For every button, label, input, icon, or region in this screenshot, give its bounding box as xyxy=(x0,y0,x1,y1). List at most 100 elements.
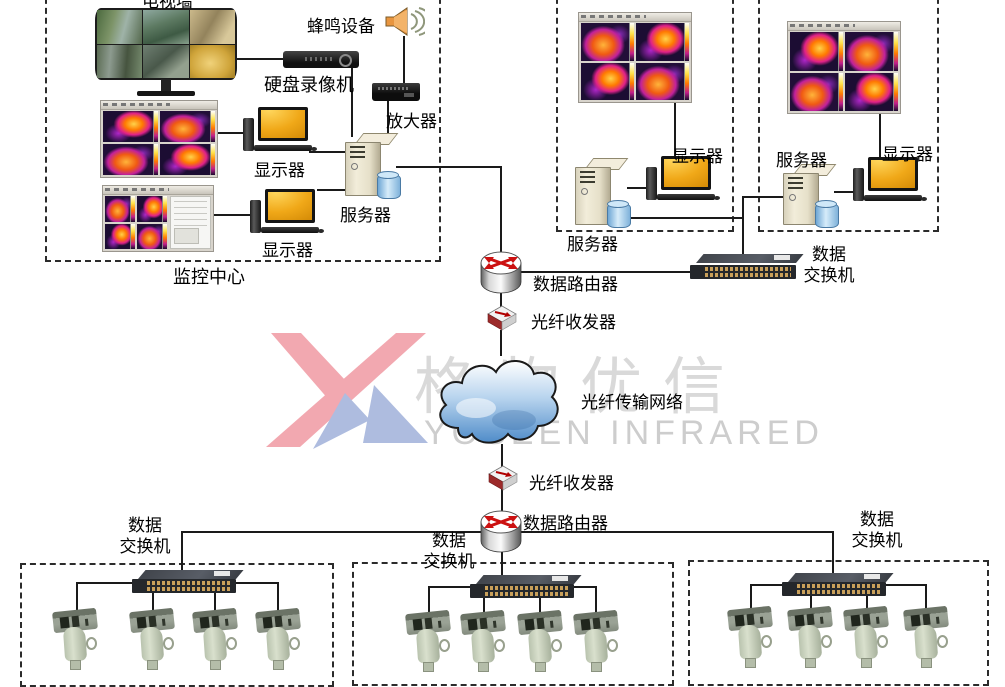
zone-control-room-2 xyxy=(556,0,734,232)
window-titlebar xyxy=(101,101,217,110)
connector-line xyxy=(387,101,389,137)
monitoring-center-label: 监控中心 xyxy=(173,267,245,287)
connector-line xyxy=(521,271,693,273)
connector-line xyxy=(403,36,405,83)
connector-line xyxy=(674,102,676,157)
thermal-quad-window-3 xyxy=(578,12,692,103)
connector-line xyxy=(500,166,502,253)
ptz-camera xyxy=(726,605,776,670)
yoseen-x-logo-icon xyxy=(266,333,428,449)
monitor-label-4: 显示器 xyxy=(882,145,933,164)
network-topology-diagram: { "watermark": { "cn": "格物优信", "en": "YO… xyxy=(0,0,1005,670)
buzzer-speaker-icon xyxy=(383,5,433,38)
ptz-camera xyxy=(786,605,836,670)
monitor-workstation-3 xyxy=(646,156,720,208)
connector-line xyxy=(742,196,788,198)
fiber-transceiver-bottom-label: 光纤收发器 xyxy=(529,474,614,493)
connector-line xyxy=(76,582,132,584)
connector-line xyxy=(750,584,782,586)
server-tower-3 xyxy=(781,164,839,228)
monitor-label-1: 显示器 xyxy=(254,161,305,180)
connector-line xyxy=(834,191,858,193)
software-control-panel xyxy=(169,196,211,249)
connector-line xyxy=(500,293,502,308)
tv-wall-screens xyxy=(97,10,235,78)
connector-line xyxy=(317,189,347,191)
ptz-camera xyxy=(459,609,509,674)
connector-line xyxy=(277,582,279,612)
fiber-transceiver-bottom-icon xyxy=(488,465,518,491)
connector-line xyxy=(501,444,503,468)
ptz-camera xyxy=(254,607,304,672)
zone-monitoring-center xyxy=(45,0,441,262)
ptz-camera xyxy=(516,609,566,674)
monitor-workstation-2 xyxy=(250,189,324,241)
core-switch-label: 数据 交换机 xyxy=(803,245,855,285)
connector-line xyxy=(214,590,216,612)
zone-control-room-3 xyxy=(758,0,939,232)
field-switch-middle-label: 数据 交换机 xyxy=(423,531,475,571)
server-label-1: 服务器 xyxy=(340,206,391,225)
server-tower-2 xyxy=(573,158,631,228)
connector-line xyxy=(884,584,926,586)
connector-line xyxy=(742,196,744,258)
ptz-camera xyxy=(902,605,952,670)
monitor-label-2: 显示器 xyxy=(262,241,313,260)
ptz-camera xyxy=(842,605,892,670)
connector-line xyxy=(595,586,597,613)
amplifier-device xyxy=(372,83,420,101)
window-titlebar xyxy=(788,22,900,31)
ptz-camera xyxy=(51,607,101,672)
monitor-label-3: 显示器 xyxy=(672,147,723,166)
server-tower-1 xyxy=(343,133,401,199)
connector-line xyxy=(152,590,154,612)
connector-line xyxy=(627,187,650,189)
fiber-network-cloud xyxy=(439,360,559,444)
field-switch-middle xyxy=(470,575,582,599)
connector-line xyxy=(925,584,927,610)
connector-line xyxy=(309,151,347,153)
connector-line xyxy=(234,582,278,584)
buzzer-label: 蜂鸣设备 xyxy=(307,17,375,36)
tv-wall xyxy=(95,8,237,80)
connector-line xyxy=(627,217,744,219)
connector-line xyxy=(483,594,485,613)
data-router-bottom-label: 数据路由器 xyxy=(523,514,608,533)
window-titlebar xyxy=(579,13,691,22)
connector-line xyxy=(181,531,183,573)
connector-line xyxy=(866,592,868,610)
fiber-network-label: 光纤传输网络 xyxy=(581,393,683,412)
monitor-workstation-1 xyxy=(243,107,317,159)
hard-disk-recorder xyxy=(283,51,359,68)
ptz-camera xyxy=(404,609,454,674)
thermal-quad-window-4 xyxy=(787,21,901,114)
connector-line xyxy=(428,586,470,588)
amplifier-label: 放大器 xyxy=(386,112,437,131)
connector-line xyxy=(750,584,752,610)
connector-line xyxy=(832,531,834,575)
connector-line xyxy=(572,586,596,588)
connector-line xyxy=(213,132,246,134)
thermal-quad-window-2 xyxy=(102,185,214,252)
connector-line xyxy=(810,592,812,610)
connector-line xyxy=(879,114,881,158)
ptz-camera xyxy=(191,607,241,672)
connector-line xyxy=(351,66,353,137)
thermal-quad-window-1 xyxy=(100,100,218,178)
connector-line xyxy=(501,489,503,513)
connector-line xyxy=(76,582,78,612)
dvr-label: 硬盘录像机 xyxy=(264,75,354,95)
server-label-3: 服务器 xyxy=(776,151,827,170)
fiber-transceiver-top-icon xyxy=(487,305,517,331)
field-switch-left-label: 数据 交换机 xyxy=(119,516,171,556)
ptz-camera xyxy=(128,607,178,672)
data-router-top-label: 数据路由器 xyxy=(533,275,618,294)
tv-wall-label: 电视墙 xyxy=(142,0,193,11)
window-titlebar xyxy=(103,186,213,195)
monitor-workstation-4 xyxy=(853,157,927,209)
connector-line xyxy=(501,550,503,578)
connector-line xyxy=(539,594,541,613)
data-router-bottom-icon xyxy=(480,510,522,553)
connector-line xyxy=(500,330,502,356)
connector-line xyxy=(396,166,502,168)
